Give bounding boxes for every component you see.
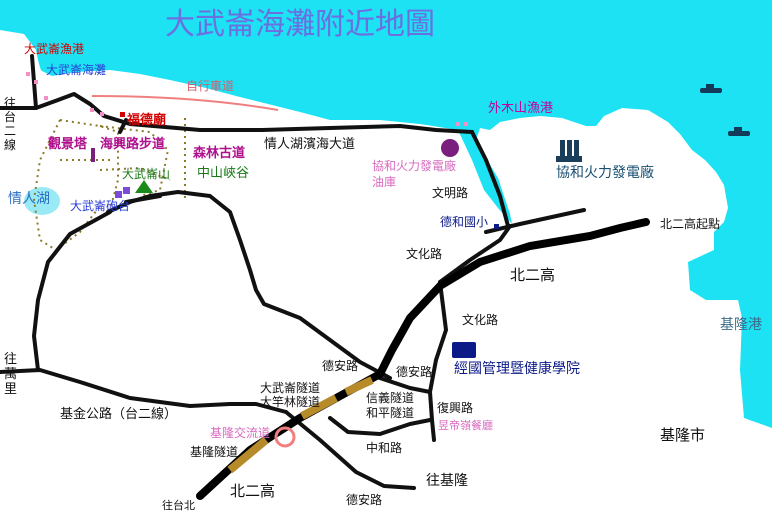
label-to-route2: 往台二線 [4, 96, 17, 152]
college-marker-icon [452, 342, 476, 358]
temple-marker-icon [120, 112, 125, 117]
label-waimushan-port: 外木山漁港 [488, 101, 554, 116]
label-fude-temple: 福德廟 [127, 113, 167, 128]
tower-icon [91, 148, 95, 162]
label-health-college: 經國管理暨健康學院 [454, 361, 580, 377]
label-keelung-port: 基隆港 [720, 317, 762, 333]
label-n2-freeway-1: 北二高 [510, 266, 556, 284]
boat-icon [728, 127, 750, 136]
label-n2-start: 北二高起點 [660, 217, 721, 231]
label-mountain: 大武崙山 [122, 167, 171, 181]
summit-triangle-icon [135, 180, 153, 193]
label-to-wanli: 往萬里 [4, 352, 18, 397]
n2-freeway-line [196, 218, 650, 500]
label-bike-path: 自行車道 [186, 79, 235, 93]
label-tunnel-4: 和平隧道 [366, 406, 415, 420]
label-dean-rd-3: 德安路 [346, 493, 383, 507]
power-plant-marker-icon [441, 139, 459, 157]
label-forest-trail: 森林古道 [193, 146, 246, 161]
label-keelung-tunnel: 基隆隧道 [190, 445, 239, 459]
label-n2-freeway-2: 北二高 [230, 482, 276, 500]
label-wenhua-rd-2: 文化路 [462, 313, 499, 327]
label-fishing-port: 大武崙漁港 [24, 42, 85, 56]
label-lovers-lake: 情人湖 [8, 191, 50, 207]
interchange-ring [274, 426, 296, 448]
label-zhongshan-valley: 中山峽谷 [197, 166, 250, 181]
label-fuxing-rd: 復興路 [437, 401, 474, 415]
label-dean-rd-2: 德安路 [396, 365, 433, 379]
label-dean-rd-1: 德安路 [322, 359, 359, 373]
label-power-oil-depot: 協和火力發電廠油庫 [372, 159, 457, 189]
label-tunnel-1: 大武崙隧道 [260, 381, 321, 395]
label-dehe-school: 德和國小 [440, 215, 489, 229]
label-tunnel-3: 信義隧道 [366, 391, 415, 405]
label-beach: 大武崙海灘 [46, 63, 107, 77]
label-jijin-road: 基金公路（台二線） [60, 407, 178, 422]
label-interchange: 基隆交流道 [210, 426, 271, 440]
label-restaurant: 昱帝嶺餐廳 [438, 419, 493, 432]
fort-marker-icon [123, 187, 130, 194]
pink-dots [26, 72, 468, 126]
label-haixing-trail: 海興路步道 [100, 137, 166, 152]
roads [0, 54, 512, 490]
label-to-keelung: 往基隆 [426, 473, 468, 489]
label-keelung-city: 基隆市 [660, 426, 706, 444]
boat-icon [700, 84, 722, 93]
label-guanjing-tower: 觀景塔 [48, 137, 88, 152]
label-wenming-rd: 文明路 [432, 186, 469, 200]
fort-marker-icon [115, 191, 122, 198]
label-power-plant: 協和火力發電廠 [556, 165, 654, 181]
ramp-road [484, 208, 586, 234]
factory-icon [556, 140, 582, 162]
label-tunnel-2: 大竿林隧道 [260, 395, 321, 409]
label-wenhua-rd-1: 文化路 [406, 247, 443, 261]
map-title: 大武崙海灘附近地圖 [165, 7, 435, 42]
label-to-taipei: 往台北 [162, 499, 195, 512]
trails [32, 118, 186, 252]
bike-path-line [91, 95, 279, 111]
tunnel-segments [227, 376, 374, 474]
label-coast-road: 情人湖濱海大道 [264, 137, 356, 152]
sea [0, 0, 772, 428]
label-fort: 大武崙砲台 [70, 199, 131, 213]
label-zhonghe-rd: 中和路 [366, 441, 403, 455]
school-marker-icon [494, 224, 499, 229]
lovers-lake-water [24, 187, 60, 215]
